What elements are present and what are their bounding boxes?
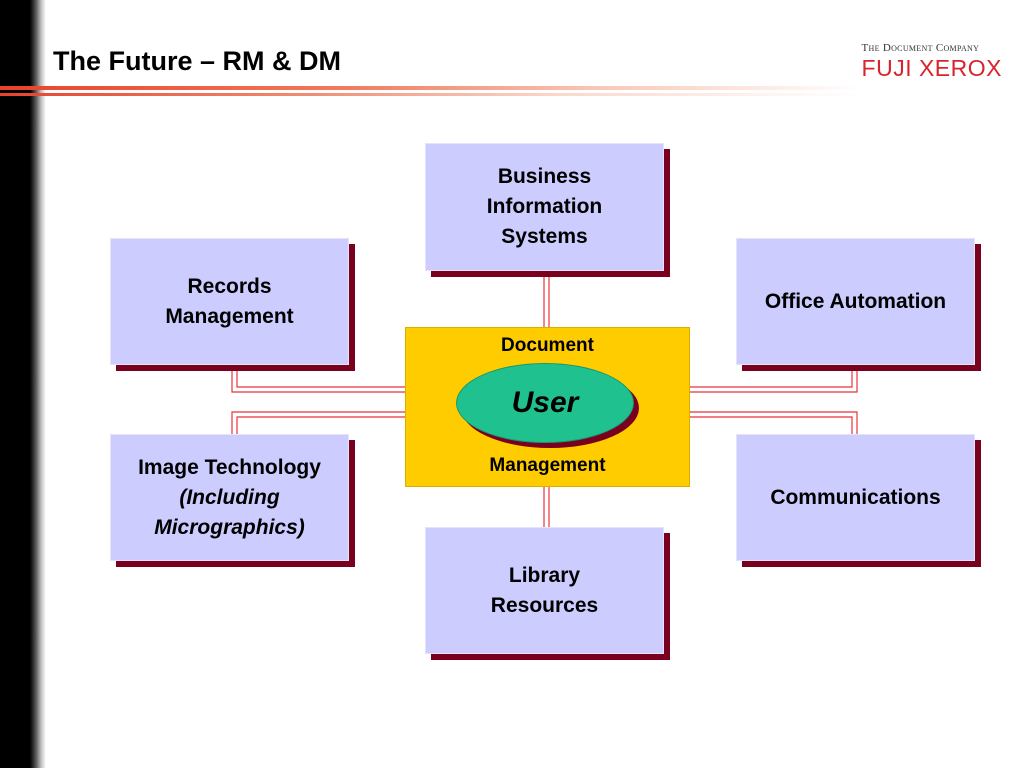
slide-title: The Future – RM & DM [53, 46, 341, 76]
records-line-2: Management [165, 304, 294, 328]
logo-tagline: The Document Company [861, 42, 980, 54]
user-ellipse: User [456, 363, 634, 443]
office-automation-box: Office Automation [736, 238, 975, 365]
communications-box: Communications [736, 434, 975, 561]
records-line-1: Records [187, 274, 272, 298]
communications-line-1: Communications [770, 485, 941, 509]
connector-image-a [231, 411, 405, 434]
image-line-3: Micrographics) [154, 515, 305, 539]
connector-records-b [236, 364, 405, 388]
connector-image-b [236, 416, 405, 434]
library-resources-box: Library Resources [425, 527, 664, 654]
title-underline [0, 86, 860, 98]
business-information-systems-box: Business Information Systems [425, 143, 664, 271]
image-technology-box: Image Technology (Including Micrographic… [110, 434, 349, 561]
document-label: Document [501, 335, 594, 356]
records-management-box: Records Management [110, 238, 349, 365]
connector-comms-a [690, 411, 858, 434]
user-label: User [511, 386, 579, 419]
connector-office-b [690, 364, 858, 393]
connector-records-a [231, 364, 405, 393]
management-label: Management [489, 455, 606, 476]
business-line-2: Information [486, 195, 603, 218]
logo-brand: FUJI XEROX [861, 55, 1002, 81]
library-line-1: Library [508, 563, 581, 587]
office-line-1: Office Automation [764, 289, 947, 313]
left-decorative-bar [0, 0, 46, 768]
library-line-2: Resources [490, 593, 599, 617]
business-line-3: Systems [501, 225, 588, 248]
business-line-1: Business [497, 165, 592, 188]
connector-office-a [690, 364, 853, 388]
company-logo: The Document Company FUJI XEROX [862, 42, 1002, 82]
connector-comms-b [690, 416, 853, 434]
image-line-2: (Including [179, 485, 280, 509]
image-line-1: Image Technology [138, 455, 321, 479]
